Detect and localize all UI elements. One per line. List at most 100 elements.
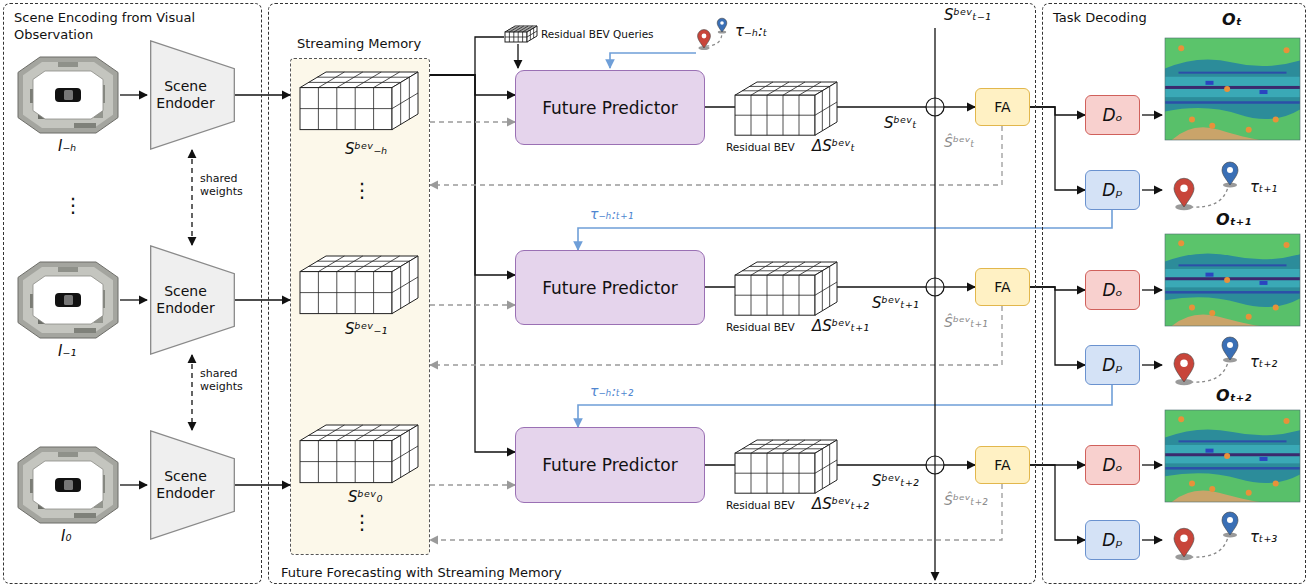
ego-car	[55, 293, 81, 307]
tensor-grid	[317, 77, 409, 78]
seg-road	[1165, 77, 1300, 97]
tensor-front	[505, 32, 527, 42]
tensor-grid	[300, 108, 392, 109]
tensor-side	[815, 262, 837, 315]
predictor-box: Future Predictor	[515, 70, 705, 145]
tensor-label: Sᵇᵉᵛ₀	[348, 488, 382, 506]
map-pin	[1222, 512, 1238, 535]
tensor-front	[300, 272, 392, 314]
encoder-trapezoid	[151, 41, 235, 149]
tensor-grid	[317, 430, 409, 431]
tensor-grid	[523, 26, 533, 32]
trajectory-curve	[1190, 362, 1228, 382]
bev-tensor	[735, 440, 837, 493]
seg-frame	[1165, 410, 1300, 502]
seg-object	[1246, 314, 1252, 320]
wire	[475, 37, 504, 75]
tensor-side	[392, 425, 418, 483]
seg-lane	[1165, 467, 1300, 470]
encoder-trapezoid	[151, 431, 235, 539]
decoder-label: Dₒ	[1102, 455, 1122, 475]
connector	[191, 150, 192, 245]
seg-object	[1284, 242, 1290, 248]
pin-hole	[1227, 517, 1233, 523]
segmentation-map	[1165, 38, 1300, 140]
output-label: Oₜ₊₁	[1216, 210, 1251, 229]
seg-ground	[1165, 38, 1300, 140]
seg-object	[1224, 86, 1230, 92]
seg-ground	[1165, 410, 1300, 502]
decoder-label: Dₒ	[1102, 280, 1122, 300]
decoder-label: Dₚ	[1102, 180, 1122, 200]
wire	[517, 44, 518, 68]
seg-lane	[1165, 86, 1300, 89]
camera-center	[33, 71, 103, 119]
seg-object	[1209, 310, 1215, 316]
residual-label: ΔSᵇᵉᵛₜ₊₂	[812, 495, 869, 513]
output-label: Oₜ	[1222, 10, 1242, 29]
encoder-trapezoid	[151, 246, 235, 354]
tensor-grid	[799, 440, 821, 453]
seg-object	[1273, 117, 1279, 123]
pin-hole	[1227, 342, 1233, 348]
wire	[1142, 189, 1162, 190]
tensor-grid	[735, 473, 815, 474]
decoder-box: Dₒ	[1085, 270, 1140, 310]
ellipsis: ⋮	[63, 195, 83, 215]
pin-hole	[1180, 360, 1188, 368]
camera-texture	[58, 452, 78, 457]
tensor-label: Sᵇᵉᵛ₋₁	[345, 320, 387, 338]
decoder-label: Dₚ	[1102, 530, 1122, 550]
tensor-side	[392, 72, 418, 130]
tensor-front	[300, 441, 392, 483]
seg-vehicle	[1206, 273, 1214, 277]
wire	[610, 53, 696, 68]
sum-circle	[926, 456, 944, 474]
encoder-block: Scene Endoder	[150, 245, 235, 355]
tensor-grid	[374, 425, 400, 441]
sum-cross	[926, 278, 944, 296]
predictor-box: Future Predictor	[515, 427, 705, 503]
decoder-label: Dₚ	[1102, 355, 1122, 375]
residual-label: Residual BEV	[726, 499, 795, 511]
edge-label: τ₋ₕ:ₜ₊₂	[590, 383, 633, 399]
trajectory-label: τₜ₊₂	[1250, 353, 1277, 371]
trajectory-label: τₜ₊₁	[1250, 178, 1277, 196]
seg-object	[1189, 117, 1195, 123]
trajectory-curve	[1190, 187, 1228, 207]
trajectory-label: τ₋ₕ:ₜ	[735, 22, 767, 40]
seg-vehicle	[1260, 281, 1268, 285]
map-pin	[1222, 337, 1238, 360]
seg-object	[1273, 305, 1279, 311]
tensor-grid	[742, 90, 822, 91]
seg-vegetation	[1165, 473, 1300, 502]
seg-lane	[1165, 277, 1300, 280]
edge-label: Ŝᵇᵉᵛₜ	[944, 134, 975, 150]
seg-vehicle	[1260, 457, 1268, 461]
bev-tensor	[735, 262, 837, 315]
connector	[430, 484, 515, 485]
camera-texture	[74, 513, 96, 518]
residual-label: ΔSᵇᵉᵛₜ	[812, 137, 855, 155]
connector	[235, 94, 290, 95]
predictor-label: Future Predictor	[542, 455, 678, 475]
seg-object	[1178, 240, 1184, 246]
tensor-grid	[300, 461, 392, 462]
seg-lane	[1165, 291, 1300, 294]
camera-texture	[58, 267, 78, 272]
camera-center	[33, 276, 103, 324]
predictor-box: Future Predictor	[515, 250, 705, 325]
encoder-label: Scene Endoder	[153, 78, 219, 113]
camera-texture	[74, 123, 96, 128]
tensor-grid	[300, 292, 392, 293]
tensor-grid	[799, 82, 821, 95]
wire	[1142, 114, 1162, 115]
seg-lane	[1179, 72, 1287, 74]
tensor-grid	[799, 262, 821, 275]
car-window	[64, 90, 73, 100]
car-window	[64, 480, 73, 490]
sum-circle	[926, 98, 944, 116]
decoder-box: Dₒ	[1085, 95, 1140, 135]
residual-label: Residual BEV	[726, 321, 795, 333]
